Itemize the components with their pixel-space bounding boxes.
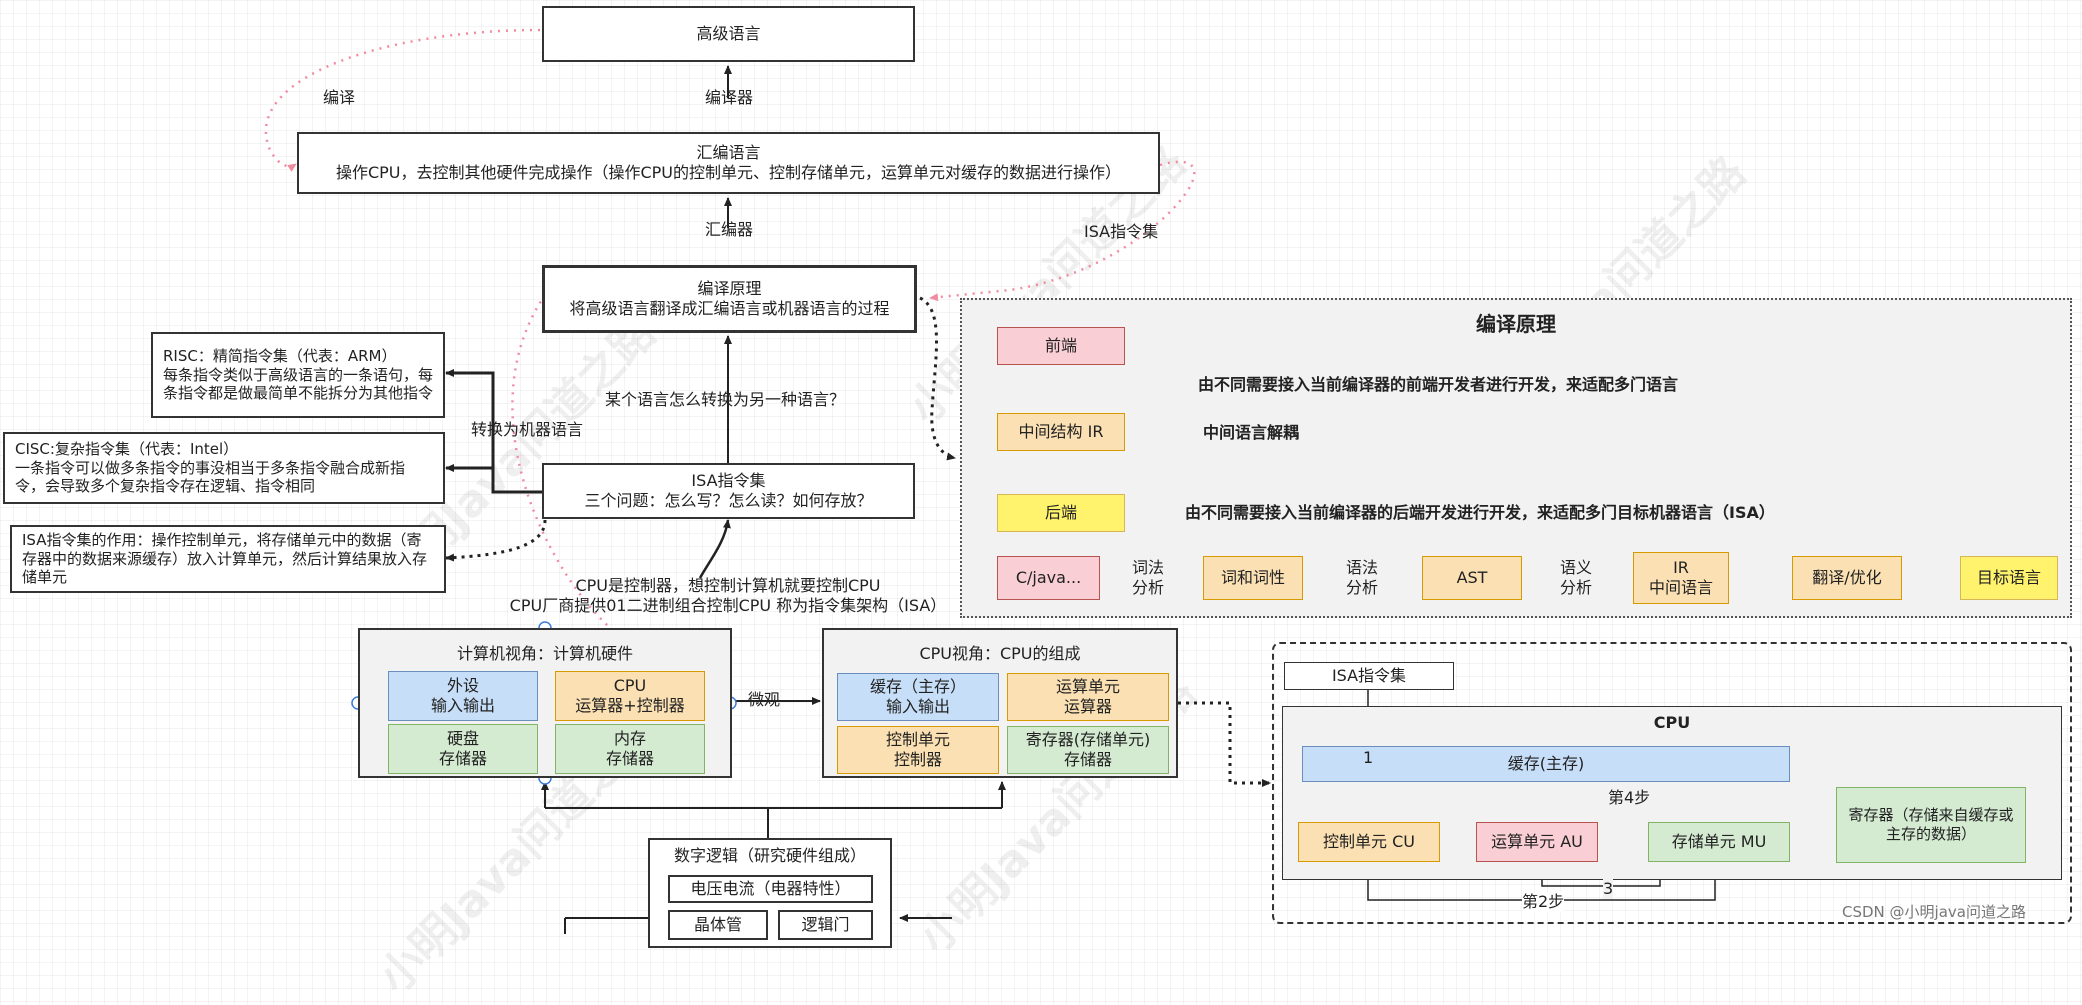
compile-principle-box: 编译原理 将高级语言翻译成汇编语言或机器语言的过程	[542, 265, 917, 333]
frontend-box: 前端	[997, 327, 1125, 365]
compile-label: 编译	[323, 88, 356, 107]
step-4-label: 第4步	[1608, 788, 1651, 808]
memory-storage-box: 内存 存储器	[555, 724, 705, 774]
backend-box: 后端	[997, 494, 1125, 532]
pipeline-label-syntax: 语法 分析	[1346, 558, 1379, 597]
peripheral-io-box: 外设 输入输出	[388, 671, 538, 721]
high-level-language-box: 高级语言	[542, 6, 915, 62]
assembly-language-box: 汇编语言 操作CPU，去控制其他硬件完成操作（操作CPU的控制单元、控制存储单元…	[297, 132, 1160, 194]
computer-view-title: 计算机视角：计算机硬件	[456, 644, 633, 663]
cpu-outer-frame	[1272, 642, 2072, 924]
ir-note: 中间语言解耦	[1203, 423, 1300, 442]
cpu-cache-box: 缓存(主存)	[1302, 746, 1790, 782]
cpu-view-title: CPU视角：CPU的组成	[919, 644, 1081, 663]
isa-label: ISA指令集	[1084, 222, 1159, 241]
control-unit-box: 控制单元 控制器	[837, 726, 999, 774]
risc-box: RISC：精简指令集（代表：ARM） 每条指令类似于高级语言的一条语句，每条指令…	[151, 332, 445, 418]
micro-label: 微观	[748, 690, 781, 709]
cpu-register-box: 寄存器（存储来自缓存或主存的数据）	[1836, 787, 2026, 863]
pipeline-optimize-box: 翻译/优化	[1792, 556, 1902, 600]
disk-storage-box: 硬盘 存储器	[388, 724, 538, 774]
cpu-isa-box: ISA指令集	[1284, 662, 1454, 690]
cpu-storage-unit-box: 存储单元 MU	[1648, 822, 1790, 862]
pipeline-ir-box: IR 中间语言	[1633, 552, 1729, 604]
cisc-box: CISC:复杂指令集（代表：Intel） 一条指令可以做多条指令的事没相当于多条…	[3, 432, 445, 504]
cache-io-box: 缓存（主存） 输入输出	[837, 673, 999, 721]
pipeline-label-lexical: 词法 分析	[1132, 558, 1165, 597]
transistor-box: 晶体管	[668, 910, 768, 940]
assembler-label: 汇编器	[705, 220, 754, 239]
pipeline-tokens-box: 词和词性	[1203, 556, 1303, 600]
step-1-label: 1	[1363, 748, 1374, 768]
language-conversion-question: 某个语言怎么转换为另一种语言？	[605, 390, 846, 409]
step-2-label: 第2步	[1522, 892, 1565, 912]
logic-gate-box: 逻辑门	[778, 910, 873, 940]
intermediate-ir-box: 中间结构 IR	[997, 413, 1125, 451]
voltage-current-box: 电压电流（电器特性）	[668, 875, 873, 903]
pipeline-label-semantic: 语义 分析	[1560, 558, 1593, 597]
pipeline-source-box: C/java...	[997, 556, 1100, 600]
isa-role-box: ISA指令集的作用：操作控制单元，将存储单元中的数据（寄存器中的数据来源缓存）放…	[10, 525, 446, 593]
cpu-control-note: CPU是控制器，想控制计算机就要控制CPU CPU厂商提供01二进制组合控制CP…	[509, 576, 947, 615]
isa-instruction-set-box: ISA指令集 三个问题：怎么写？怎么读？如何存放？	[542, 463, 915, 519]
backend-note: 由不同需要接入当前编译器的后端开发进行开发，来适配多门目标机器语言（ISA）	[1185, 503, 1775, 522]
alu-box: 运算单元 运算器	[1007, 673, 1169, 721]
register-box: 寄存器(存储单元) 存储器	[1007, 726, 1169, 774]
cpu-arithmetic-unit-box: 运算单元 AU	[1476, 822, 1598, 862]
footer-credit: CSDN @小明java问道之路	[1842, 903, 2026, 921]
cpu-box: CPU 运算器+控制器	[555, 671, 705, 721]
cpu-title: CPU	[1653, 713, 1691, 732]
frontend-note: 由不同需要接入当前编译器的前端开发者进行开发，来适配多门语言	[1198, 375, 1679, 394]
step-3-label: 3	[1603, 879, 1614, 899]
compile-panel-title: 编译原理	[1476, 312, 1556, 336]
convert-machine-language-label: 转换为机器语言	[471, 420, 584, 439]
pipeline-ast-box: AST	[1422, 556, 1522, 600]
pipeline-target-box: 目标语言	[1960, 556, 2058, 600]
digital-logic-title: 数字逻辑（研究硬件组成）	[673, 846, 866, 865]
diagram-canvas: 小明Java问道之路 小明Java问道之路 小明Java问道之路 小明Java问…	[3, 6, 2072, 1003]
compiler-label: 编译器	[705, 88, 754, 107]
cpu-control-unit-box: 控制单元 CU	[1298, 822, 1440, 862]
